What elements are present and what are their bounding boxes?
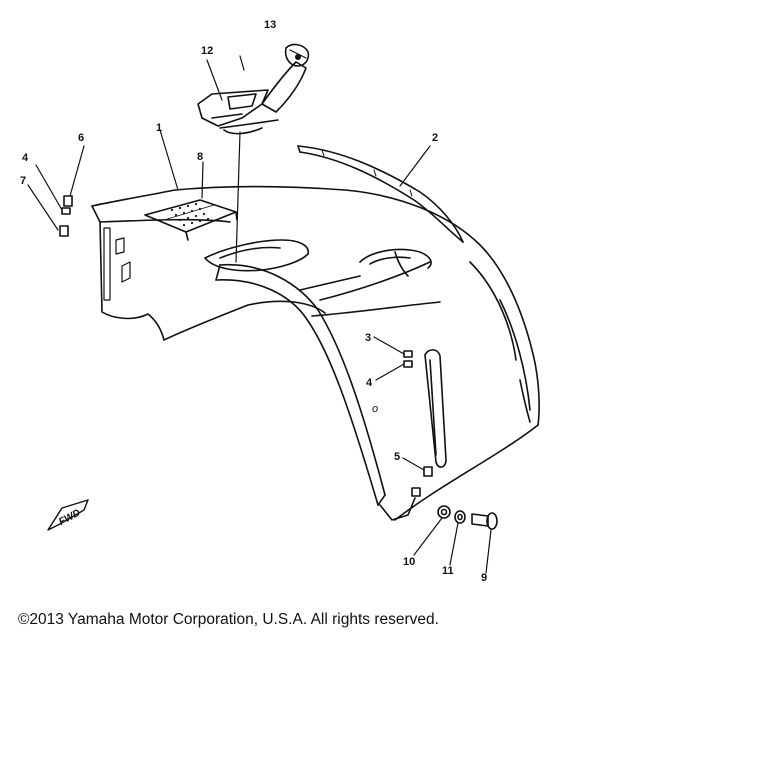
fuel-cap	[284, 43, 310, 67]
clip-4-right	[403, 360, 413, 368]
label-part-8: 8	[197, 151, 203, 163]
label-part-2: 2	[432, 132, 438, 144]
label-part-4-left: 4	[22, 152, 29, 164]
clip-6	[63, 195, 73, 207]
trim-strip	[297, 145, 464, 243]
seat-pad	[144, 199, 238, 241]
label-part-5: 5	[394, 451, 400, 463]
label-o-mark: o	[372, 403, 378, 415]
label-part-12: 12	[201, 45, 213, 57]
label-part-11: 11	[442, 565, 454, 577]
collar-10	[437, 505, 451, 519]
copyright-notice: ©2013 Yamaha Motor Corporation, U.S.A. A…	[18, 611, 439, 628]
assembly-guide-line	[235, 131, 241, 263]
filler-neck	[197, 61, 307, 135]
left-panel-details	[103, 227, 131, 301]
leader-lines	[27, 55, 492, 574]
label-part-3: 3	[365, 332, 371, 344]
label-part-13: 13	[264, 19, 276, 31]
clip-5	[423, 466, 433, 477]
label-part-7: 7	[20, 175, 26, 187]
clip-7	[59, 225, 69, 237]
label-part-1: 1	[156, 122, 162, 134]
side-vent	[424, 349, 447, 468]
fwd-arrow	[47, 499, 89, 531]
label-part-9: 9	[481, 572, 487, 584]
trim-molding	[215, 264, 386, 506]
clip-3	[403, 350, 413, 358]
clip-4-left	[61, 207, 71, 215]
front-bracket	[379, 487, 421, 521]
parts-diagram: 13 12 1 2 6 8 4 7 3 4 o 5 10 11 9 FWD	[20, 19, 540, 584]
fuel-opening	[204, 239, 309, 272]
label-part-6: 6	[78, 132, 84, 144]
bolt-9	[471, 512, 498, 530]
label-part-4-right: 4	[366, 377, 373, 389]
washer-11	[454, 510, 466, 524]
label-part-10: 10	[403, 556, 415, 568]
tank-cover	[91, 185, 540, 521]
gauge-opening	[359, 248, 432, 277]
